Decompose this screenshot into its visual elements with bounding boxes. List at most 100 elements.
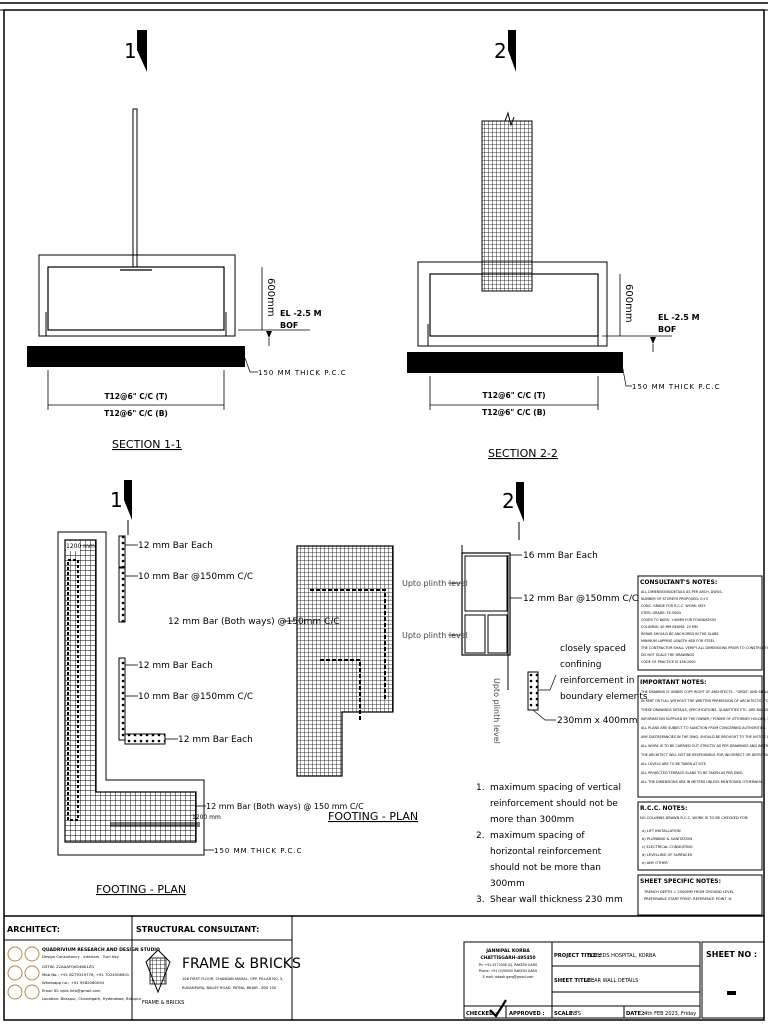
- notes-line: ANY DISCREPANCIES IN THE DWG. SHOULD BE …: [641, 735, 768, 739]
- notes-line: ALL PLANS ARE SUBJECT TO SANCTION FROM C…: [641, 726, 766, 730]
- checked-label: CHECKED :: [466, 1011, 497, 1017]
- client-contact-line: Phone: +91 (0)90000 RAKESH GARG: [479, 969, 538, 973]
- note-line: Shear wall thickness 230 mm: [490, 895, 623, 905]
- section-marker-arrow: [508, 30, 516, 72]
- notes-line: ALL LEVELS ARE TO BE TAKEN AT SITE.: [641, 762, 707, 766]
- notes-line: MINIMUM LAPPING LENGTH 48D FOR STEEL: [641, 639, 715, 643]
- notes-line: PREFERABLE START POINT: REFERENCE POINT …: [644, 897, 732, 901]
- bar-each-label: 12 mm Bar Each: [178, 735, 253, 745]
- firm-address: 106 FIRST FLOOR, CHANDAN MAHAL, OPP. PIL…: [182, 977, 283, 981]
- notes-line: CONC. GRADE FOR R.C.C. WORK: M25: [641, 604, 706, 608]
- section-title: SECTION 2-2: [488, 447, 558, 460]
- studio-contact-line: Whatsapp no.: +91 9582060094: [42, 980, 105, 985]
- note-line: should not be more than: [490, 863, 601, 873]
- notes-line: b) PLUMBING & SANITATION: [642, 837, 692, 841]
- notes-line: e) ANY OTHER: [642, 861, 668, 865]
- notes-heading: SHEET SPECIFIC NOTES:: [640, 878, 721, 885]
- confining-line: boundary elements: [560, 692, 648, 702]
- notes-line: ALL DIMENSIONS/DETAILS AS PER ARCH. DWGS…: [641, 590, 723, 594]
- note-number: 1.: [476, 783, 485, 793]
- firm-small-name: FRAME & BRICKS: [142, 1000, 184, 1006]
- studio-contact-line: GSTIN: 22AAAFQ6046A1ZG: [42, 964, 94, 969]
- notes-line: ALL WORK IS TO BE CARRIED OUT STRICTLY A…: [641, 744, 768, 748]
- bar-top-label: T12@6" C/C (T): [482, 391, 545, 400]
- sheet-no-value: [727, 991, 736, 995]
- client-name: JANNIPAL KORBA: [485, 948, 530, 954]
- bar-bottom-label: T12@6" C/C (B): [482, 408, 546, 417]
- note-line: more than 300mm: [490, 815, 574, 825]
- notes-line: THE ARCHITECT WILL NOT BE RESPONSIBLE FO…: [640, 753, 768, 757]
- studio-contact-line: Email ID: qrds.info@gmail.com: [42, 988, 101, 993]
- section-marker-number: 1: [124, 39, 137, 63]
- bar-each-label: 12 mm Bar Each: [138, 661, 213, 671]
- approved-label: APPROVED :: [509, 1011, 545, 1017]
- studio-name: QUADRIVIUM RESEARCH AND DESIGN STUDIO: [42, 947, 160, 953]
- note-number: 3.: [476, 895, 485, 905]
- plinth-vertical-label: Upto plinth level: [492, 678, 501, 744]
- section-2-drawing: 2 600mm EL -2.5 M BOF 150 MM THICK P.C.C…: [407, 30, 721, 460]
- section-marker-number: 2: [494, 39, 507, 63]
- notes-line: d) LEVELLING OF SURFACES: [642, 853, 693, 857]
- pcc-bed: [407, 352, 623, 373]
- plinth-label: Upto plinth level: [402, 631, 468, 640]
- notes-line: STEEL GRADE: FE-500D: [641, 611, 681, 615]
- date-value: 24th FEB 2023, Friday: [641, 1011, 696, 1017]
- plinth-label: Upto plinth level: [402, 579, 468, 588]
- notes-line: THE DRAWING IS UNDER COPY RIGHT OF ARCHI…: [640, 690, 768, 694]
- notes-line: ALL PROJECTED TERRACE SLABS TO BE TAKEN …: [641, 771, 744, 775]
- wall-reinforcement-mesh: [481, 120, 533, 292]
- note-line: maximum spacing of vertical: [490, 783, 621, 793]
- both-ways-label: 12 mm Bar (Both ways) @ 150 mm C/C: [206, 802, 364, 811]
- notes-line: TRENCH DEPTH = 2500MM FROM GROUND LEVEL: [643, 890, 734, 894]
- wall-bar-each-label: 16 mm Bar Each: [523, 551, 598, 561]
- confining-line: confining: [560, 660, 601, 670]
- pcc-label: 150 MM THICK P.C.C: [632, 383, 721, 391]
- footing-plan-left: 1 1200 mm 1200 mm 12 mm Bar Each 10 mm B…: [57, 480, 364, 896]
- wall-stirrup-label: 12 mm Bar @150mm C/C: [523, 594, 638, 604]
- notes-line: INFORMATION SUPPLIED BY THE OWNER / POWE…: [641, 717, 768, 721]
- footing-depth-label: 600mm: [623, 284, 634, 323]
- note-line: maximum spacing of: [490, 831, 585, 841]
- studio-tagline: Design Consultancy . Interiors . Turn Ke…: [42, 954, 120, 959]
- client-city: CHATTISGARH-495450: [480, 955, 535, 961]
- bar-top-label: T12@6" C/C (T): [104, 392, 167, 401]
- sheet-title-value: SHEAR WALL DETAILS: [584, 978, 638, 984]
- note-number: 2.: [476, 831, 485, 841]
- architect-logo: [7, 946, 40, 1000]
- bof-label: BOF: [658, 325, 676, 334]
- sheet-no-label: SHEET NO :: [706, 950, 757, 959]
- date-label: DATE :: [626, 1011, 645, 1017]
- notes-line: DO NOT SCALE THE DRAWINGS: [641, 653, 694, 657]
- notes-line: REBAR SHOULD BE ANCHORED IN THE SLABS: [641, 632, 719, 636]
- element-size-label: 230mm x 400mm: [557, 716, 637, 726]
- firm-name: FRAME & BRICKS: [182, 956, 301, 972]
- stirrup-label: 10 mm Bar @150mm C/C: [138, 692, 253, 702]
- level-label: EL -2.5 M: [280, 309, 322, 318]
- note-line: horizontal reinforcement: [490, 847, 602, 857]
- notes-line: c) ELECTRICAL CONDUITING: [642, 845, 693, 849]
- notes-heading: R.C.C. NOTES:: [640, 805, 688, 812]
- wall-detail: 2 16 mm Bar Each 12 mm Bar @150mm C/C Up…: [402, 482, 648, 905]
- frame-bricks-logo: [145, 949, 171, 994]
- notes-line: COVER TO BARS: +40MM FOR FOUNDATION: [641, 618, 716, 622]
- architect-label: ARCHITECT:: [7, 925, 60, 934]
- pcc-label: 150 MM THICK P.C.C: [258, 369, 347, 377]
- notes-panel: CONSULTANT'S NOTES: ALL DIMENSIONS/DETAI…: [637, 575, 768, 916]
- bof-label: BOF: [280, 321, 298, 330]
- stirrup-label: 10 mm Bar @150mm C/C: [138, 572, 253, 582]
- client-contact-line: E-mail: rakesh.garg@gmail.com: [483, 975, 534, 979]
- section-marker-number: 1: [110, 488, 123, 512]
- sheet-border: [3, 9, 765, 1021]
- confining-line: closely spaced: [560, 644, 626, 654]
- footing-plan-middle: FOOTING - PLAN: [296, 545, 418, 823]
- firm-address: RUKANPURA, BAILEY ROAD, PATNA, BIHAR - 8…: [182, 986, 277, 990]
- notes-line: a) LIFT INSTALLATION: [642, 829, 681, 833]
- notes-line: COLUMNS: 40 MM BEAMS: 25 MM: [641, 625, 698, 629]
- structural-label: STRUCTURAL CONSULTANT:: [136, 925, 259, 934]
- notes-line: NUMBER OF STOREYS PROPOSED: G+3: [641, 597, 708, 601]
- scale-label: SCALE :: [554, 1011, 576, 1017]
- pcc-bed: [27, 346, 245, 367]
- title-block: ARCHITECT: STRUCTURAL CONSULTANT: QUADRI…: [4, 915, 765, 1020]
- studio-contact-line: Mob No.: +91 8279319776, +91 7024506901: [42, 972, 130, 977]
